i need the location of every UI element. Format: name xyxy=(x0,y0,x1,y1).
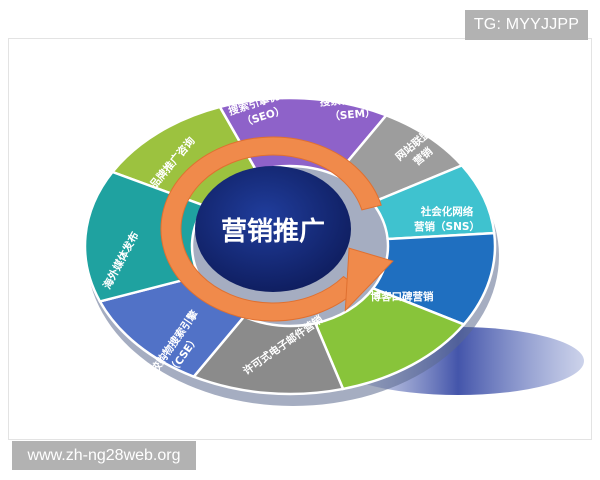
cycle-arrow xyxy=(160,136,394,322)
hub xyxy=(195,166,351,292)
watermark-top-right: TG: MYYJJPP xyxy=(465,10,588,40)
segment-label: 社会化网络营销（SNS） xyxy=(414,205,480,233)
segment-label: 博客口碑营销 xyxy=(371,290,434,303)
center-label: 营销推广 xyxy=(221,217,325,247)
watermark-bottom-left: www.zh-ng28web.org xyxy=(12,441,196,470)
segment-label: 搜索付费营销（SEM） xyxy=(319,90,385,123)
